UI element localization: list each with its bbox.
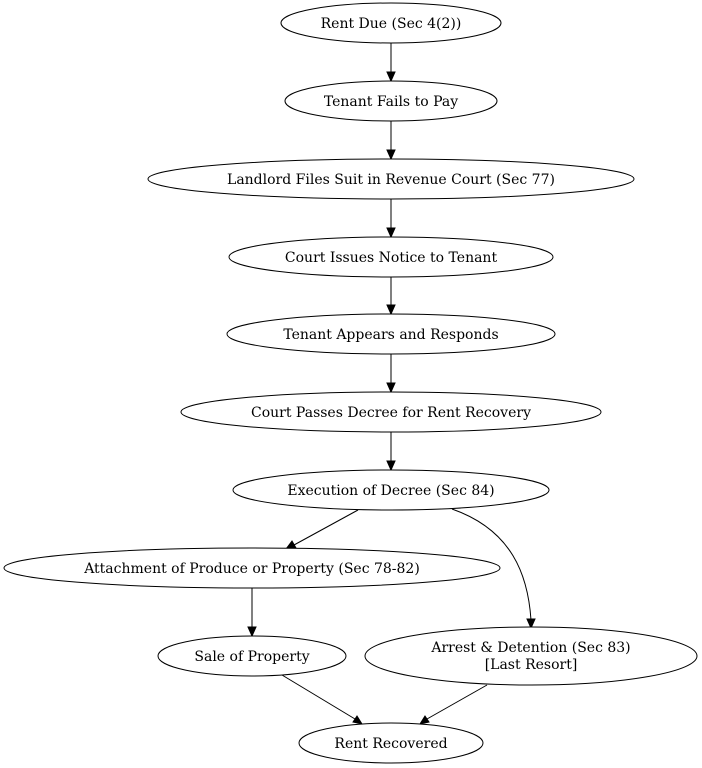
node-attachment-label: Attachment of Produce or Property (Sec 7… bbox=[83, 561, 420, 577]
node-rent-due: Rent Due (Sec 4(2)) bbox=[280, 2, 502, 44]
node-arrest-label: Arrest & Detention (Sec 83) bbox=[430, 640, 630, 656]
node-attachment: Attachment of Produce or Property (Sec 7… bbox=[3, 547, 501, 589]
node-arrest-sublabel: [Last Resort] bbox=[485, 657, 578, 673]
edge-arrest-to-recovered bbox=[418, 684, 488, 725]
edges bbox=[247, 43, 536, 725]
node-passes-decree-label: Court Passes Decree for Rent Recovery bbox=[251, 405, 531, 421]
node-fails-to-pay: Tenant Fails to Pay bbox=[284, 80, 498, 122]
node-files-suit: Landlord Files Suit in Revenue Court (Se… bbox=[147, 158, 635, 200]
node-issues-notice: Court Issues Notice to Tenant bbox=[228, 236, 554, 278]
edge-appears-responds-to-passes-decree bbox=[386, 354, 396, 394]
edge-issues-notice-to-appears-responds bbox=[386, 277, 396, 316]
node-fails-to-pay-label: Tenant Fails to Pay bbox=[324, 94, 458, 110]
edge-files-suit-to-issues-notice bbox=[386, 199, 396, 239]
edge-passes-decree-to-execution bbox=[386, 432, 396, 472]
node-appears-responds: Tenant Appears and Responds bbox=[226, 313, 556, 355]
nodes: Rent Due (Sec 4(2)) Tenant Fails to Pay … bbox=[3, 2, 698, 764]
node-recovered: Rent Recovered bbox=[298, 722, 484, 764]
edge-sale-to-recovered bbox=[281, 674, 364, 725]
edge-execution-to-arrest bbox=[451, 508, 536, 630]
edge-rent-due-to-fails-to-pay bbox=[386, 43, 396, 83]
node-execution: Execution of Decree (Sec 84) bbox=[232, 469, 550, 511]
node-sale: Sale of Property bbox=[157, 635, 347, 677]
node-arrest: Arrest & Detention (Sec 83) [Last Resort… bbox=[364, 626, 698, 686]
node-appears-responds-label: Tenant Appears and Responds bbox=[283, 327, 498, 343]
node-issues-notice-label: Court Issues Notice to Tenant bbox=[285, 250, 498, 266]
edge-attachment-to-sale bbox=[247, 588, 257, 638]
edge-fails-to-pay-to-files-suit bbox=[386, 121, 396, 161]
node-rent-due-label: Rent Due (Sec 4(2)) bbox=[321, 16, 462, 32]
node-passes-decree: Court Passes Decree for Rent Recovery bbox=[180, 391, 602, 433]
node-files-suit-label: Landlord Files Suit in Revenue Court (Se… bbox=[227, 172, 555, 188]
edge-execution-to-attachment bbox=[284, 509, 359, 550]
node-execution-label: Execution of Decree (Sec 84) bbox=[287, 483, 494, 499]
node-sale-label: Sale of Property bbox=[194, 649, 309, 665]
node-recovered-label: Rent Recovered bbox=[334, 736, 447, 752]
